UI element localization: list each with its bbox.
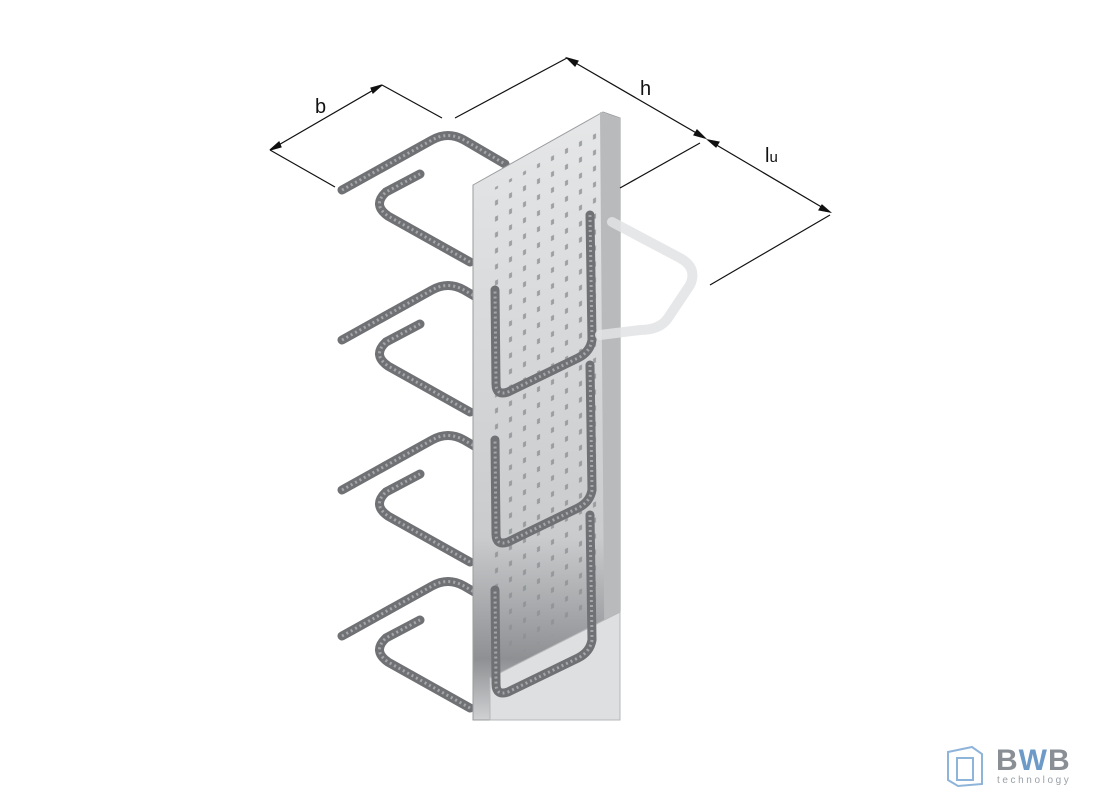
- dimension-label-b: b: [315, 96, 327, 118]
- dimension-label-subscript: u: [769, 149, 778, 166]
- ghost-stirrup: [595, 217, 698, 340]
- dimension-label-h: h: [640, 78, 652, 100]
- logo-cube-icon: [947, 745, 983, 788]
- dimension-lines: [269, 56, 833, 286]
- bwb-logo: BWB technology: [944, 744, 1074, 788]
- dimension-label-lu: lu: [765, 145, 778, 168]
- logo-name: BWB: [996, 744, 1071, 777]
- logo-tagline: technology: [997, 775, 1072, 786]
- dimension-label-l: l: [765, 145, 770, 167]
